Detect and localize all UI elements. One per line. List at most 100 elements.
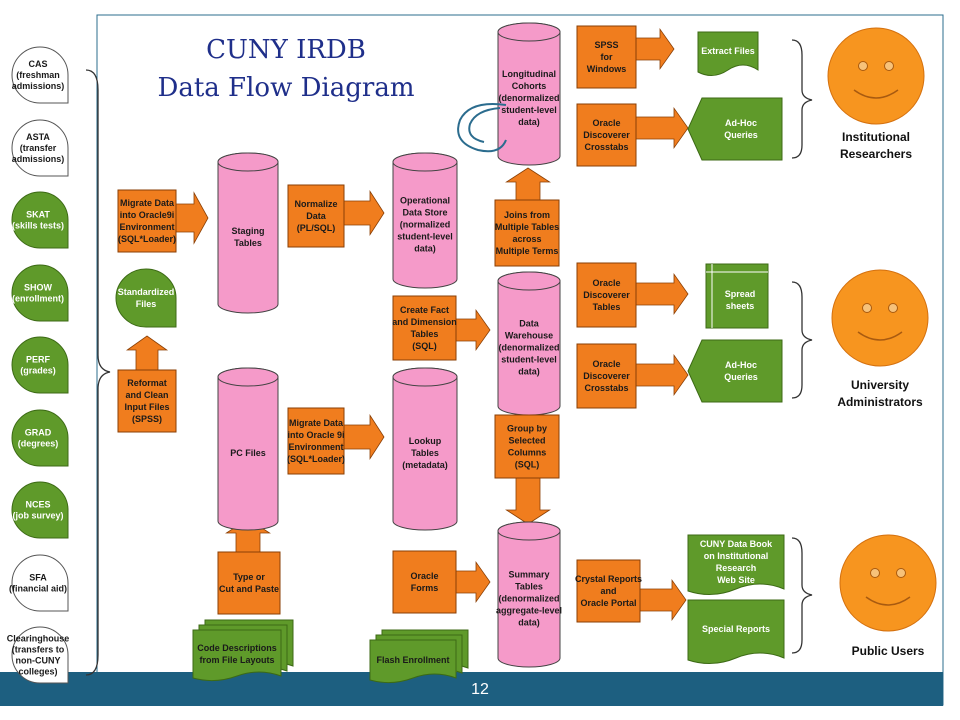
query-shape [687, 339, 783, 403]
flow-arrow [505, 477, 551, 525]
store-label-line: Summary [508, 570, 549, 580]
smiley-eye [888, 303, 898, 313]
flow-arrow [635, 106, 689, 150]
flow-arrow [455, 308, 491, 352]
process-label-line: Migrate Data [289, 418, 344, 428]
actor-label: Public Users [852, 644, 925, 658]
flow-arrow [125, 335, 169, 371]
brace-university [791, 281, 813, 399]
bubble-label-line: Files [136, 299, 157, 309]
source-file-shape [11, 191, 69, 249]
process-label-line: Windows [587, 64, 626, 74]
process-label-line: Create Fact [400, 305, 449, 315]
source-file-label-line: (skills tests) [12, 221, 64, 231]
source-file-label-line: SHOW [24, 283, 53, 293]
process-label-line: Oracle [592, 278, 620, 288]
source-file-shape [11, 554, 69, 612]
process-label-line: into Oracle9i [120, 210, 175, 220]
store-label-line: (normalized [400, 220, 451, 230]
process-box [117, 189, 177, 253]
stack-label-line: from File Layouts [199, 655, 274, 665]
process-label-line: Columns [508, 448, 547, 458]
process-box [392, 550, 457, 614]
cylinder-top [217, 367, 279, 387]
store-label-line: (metadata) [402, 460, 448, 470]
diagram-title: CUNY IRDB [206, 35, 366, 65]
flow-arrow [455, 560, 491, 604]
actor-label-line: Public Users [852, 644, 925, 658]
sources-brace [85, 69, 111, 676]
source-file-label: SFA(financial aid) [9, 573, 67, 594]
source-file-label-line: (degrees) [18, 439, 59, 449]
source-file-shape [11, 264, 69, 322]
actor-label-line: Administrators [837, 395, 923, 409]
stack-label: Flash Enrollment [376, 655, 449, 665]
stack-label-line: Code Descriptions [197, 643, 277, 653]
source-file-label: SHOW(enrollment) [12, 283, 64, 304]
process-box [576, 25, 637, 89]
process-label-line: Environment [119, 222, 174, 232]
actor-label-line: Researchers [840, 147, 912, 161]
page-number: 12 [471, 681, 489, 698]
document-shape [687, 534, 785, 595]
source-file-shape [11, 46, 69, 104]
cylinder-top [217, 152, 279, 172]
document-label-line: CUNY Data Book [700, 539, 773, 549]
actor-label-line: Institutional [842, 130, 910, 144]
process-label-line: (PL/SQL) [297, 223, 336, 233]
store-label-line: (denormalized [498, 93, 559, 103]
process-box [287, 184, 345, 248]
bubble-shape [115, 268, 177, 328]
doc-code-descriptions: Code Descriptions from File Layouts [192, 619, 294, 682]
store-label-line: Tables [515, 582, 543, 592]
store-label-line: aggregate-level [496, 606, 562, 616]
smiley-face-icon [839, 534, 937, 632]
document-label-line: Web Site [717, 575, 755, 585]
doc-flash-enrollment: Flash Enrollment [369, 629, 469, 684]
source-file-label-line: colleges) [18, 667, 57, 677]
source-file-label: NCES(job survey) [12, 500, 63, 521]
source-file: NCES(job survey) [11, 481, 69, 539]
process-label-line: Crystal Reports [575, 574, 642, 584]
source-file: SKAT(skills tests) [11, 191, 69, 249]
process-label-line: for [601, 52, 613, 62]
source-file-shape [11, 481, 69, 539]
process-label-line: Multiple Terms [496, 246, 559, 256]
document-label-line: Special Reports [702, 624, 770, 634]
diagram-subtitle: Data Flow Diagram [158, 73, 415, 103]
process-label-line: Discoverer [583, 130, 630, 140]
document-label: Special Reports [702, 624, 770, 634]
process-label-line: Forms [411, 583, 439, 593]
store-label-line: Cohorts [512, 81, 547, 91]
process-label-line: Multiple Tables [495, 222, 559, 232]
document-label-line: on Institutional [704, 551, 769, 561]
process-label-line: (SPSS) [132, 414, 162, 424]
store-label-line: Staging [232, 226, 265, 236]
store-label-line: Warehouse [505, 331, 553, 341]
document-shape [687, 599, 785, 664]
cylinder-top [497, 271, 561, 291]
flow-arrow [343, 190, 385, 236]
